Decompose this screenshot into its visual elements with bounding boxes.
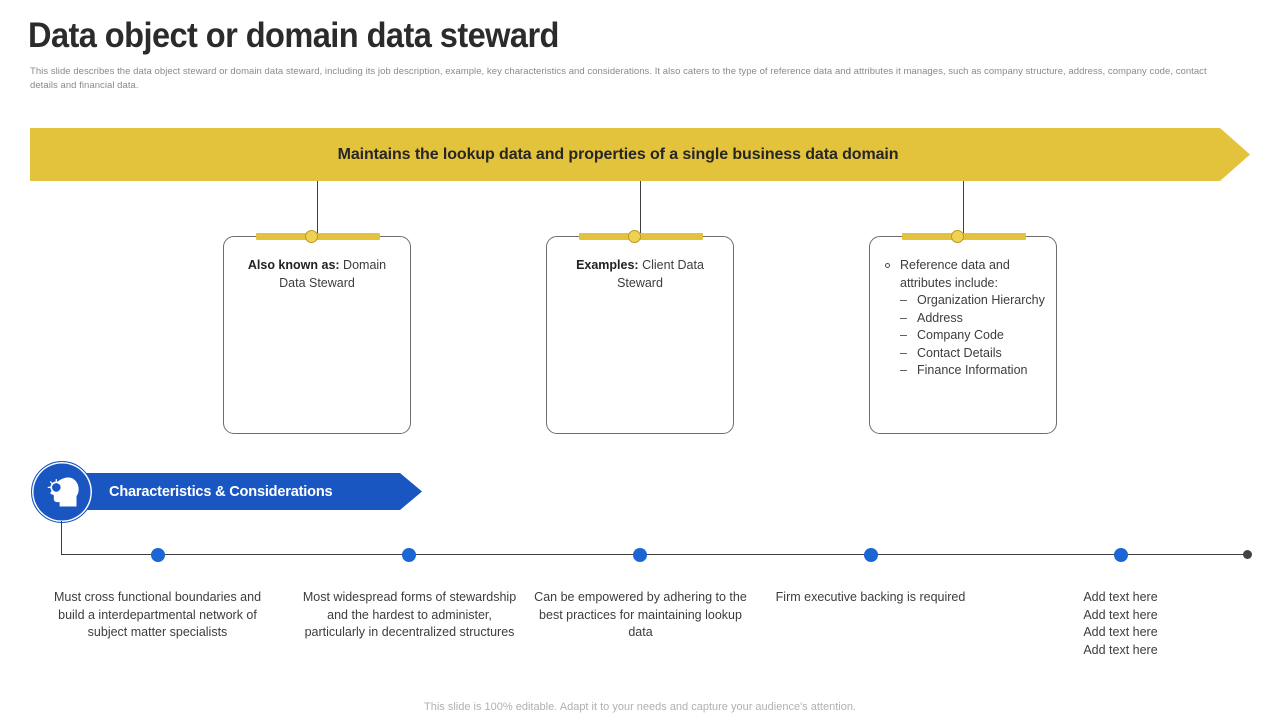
list-item: Organization Hierarchy	[882, 292, 1046, 310]
footer-note: This slide is 100% editable. Adapt it to…	[424, 701, 856, 713]
characteristics-badge-label: Characteristics & Considerations	[109, 483, 333, 500]
card-label: Also known as:	[247, 258, 340, 272]
info-card-also-known-as[interactable]: Also known as: Domain Data Steward	[223, 230, 411, 434]
banner-arrow: Maintains the lookup data and properties…	[30, 128, 1250, 181]
timeline-dot[interactable]	[633, 548, 647, 562]
timeline-caption: Most widespread forms of stewardship and…	[302, 590, 517, 639]
card-top-bar	[579, 233, 703, 240]
card-body: Reference data and attributes include: O…	[870, 237, 1056, 380]
card-body: Also known as: Domain Data Steward	[224, 237, 410, 292]
timeline-caption: Add text here Add text here Add text her…	[1083, 590, 1158, 657]
card-label: Examples:	[576, 258, 639, 272]
characteristics-badge[interactable]: Characteristics & Considerations	[62, 473, 422, 510]
timeline-dot[interactable]	[864, 548, 878, 562]
list-item: Finance Information	[882, 362, 1046, 380]
head-lightbulb-icon	[31, 461, 93, 523]
list-item: Contact Details	[882, 345, 1046, 363]
list-item: Company Code	[882, 327, 1046, 345]
card-node-marker	[628, 230, 641, 243]
card-top-bar	[256, 233, 380, 240]
card-value: Client Data Steward	[617, 258, 704, 290]
timeline-dot[interactable]	[151, 548, 165, 562]
timeline-caption: Can be empowered by adhering to the best…	[534, 590, 747, 639]
connector-line-1	[317, 181, 318, 237]
timeline-axis	[61, 554, 1250, 555]
banner-text: Maintains the lookup data and properties…	[337, 145, 899, 163]
timeline-caption: Must cross functional boundaries and bui…	[53, 590, 262, 639]
page-title: Data object or domain data steward	[28, 16, 559, 55]
connector-line-3	[963, 181, 964, 237]
timeline-dot[interactable]	[1114, 548, 1128, 562]
card-node-marker	[305, 230, 318, 243]
card-top-bar	[902, 233, 1026, 240]
connector-line-2	[640, 181, 641, 237]
info-card-examples[interactable]: Examples: Client Data Steward	[546, 230, 734, 434]
list-item: Address	[882, 310, 1046, 328]
badge-connector-line	[61, 521, 62, 555]
card-node-marker	[951, 230, 964, 243]
list-item: Reference data and attributes include:	[882, 257, 1046, 292]
timeline-end-dot	[1243, 550, 1252, 559]
timeline-caption: Firm executive backing is required	[775, 590, 966, 604]
card-value: Domain Data Steward	[279, 258, 387, 290]
timeline-dot[interactable]	[402, 548, 416, 562]
info-card-reference-data[interactable]: Reference data and attributes include: O…	[869, 230, 1057, 434]
card-body: Examples: Client Data Steward	[547, 237, 733, 292]
page-subtitle: This slide describes the data object ste…	[30, 66, 1207, 91]
